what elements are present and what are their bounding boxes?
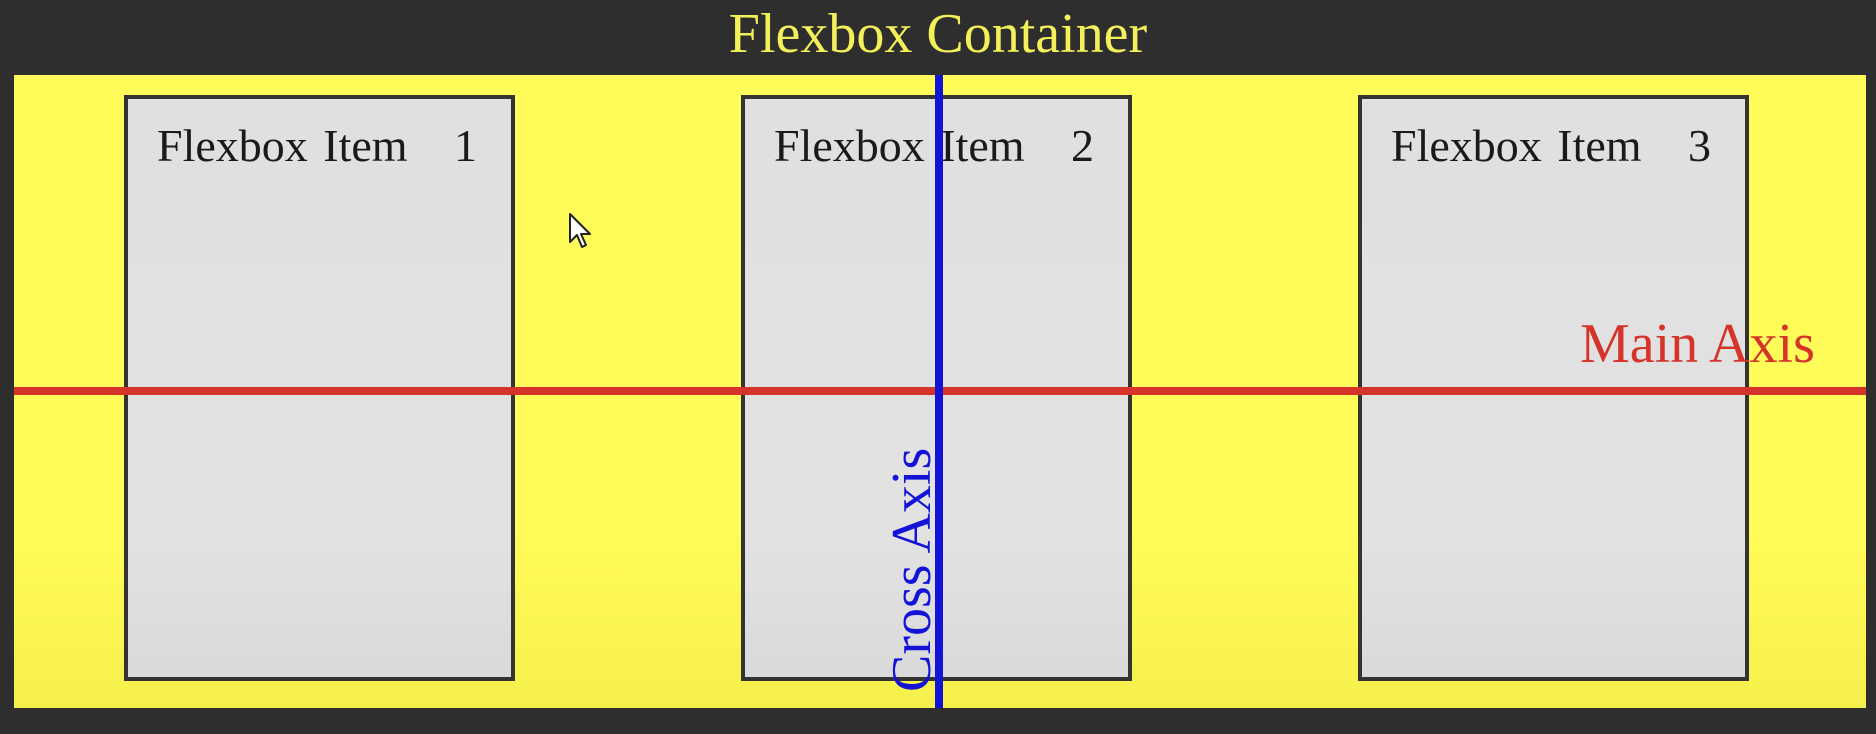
flexbox-item-3-label: Flexbox Item	[1391, 120, 1642, 171]
diagram-title: Flexbox Container	[728, 3, 1148, 65]
main-axis-label: Main Axis	[1580, 313, 1815, 375]
flexbox-item-2-label: Flexbox Item	[774, 120, 1025, 171]
flexbox-item-1-label: Flexbox Item	[157, 120, 408, 171]
flexbox-item-1-number: 1	[454, 120, 477, 171]
flexbox-item-3-number: 3	[1688, 120, 1711, 171]
cross-axis-line	[935, 75, 943, 708]
mouse-pointer-icon	[569, 213, 591, 248]
flexbox-item-2-number: 2	[1071, 120, 1094, 171]
cross-axis-label: Cross Axis	[881, 447, 943, 692]
